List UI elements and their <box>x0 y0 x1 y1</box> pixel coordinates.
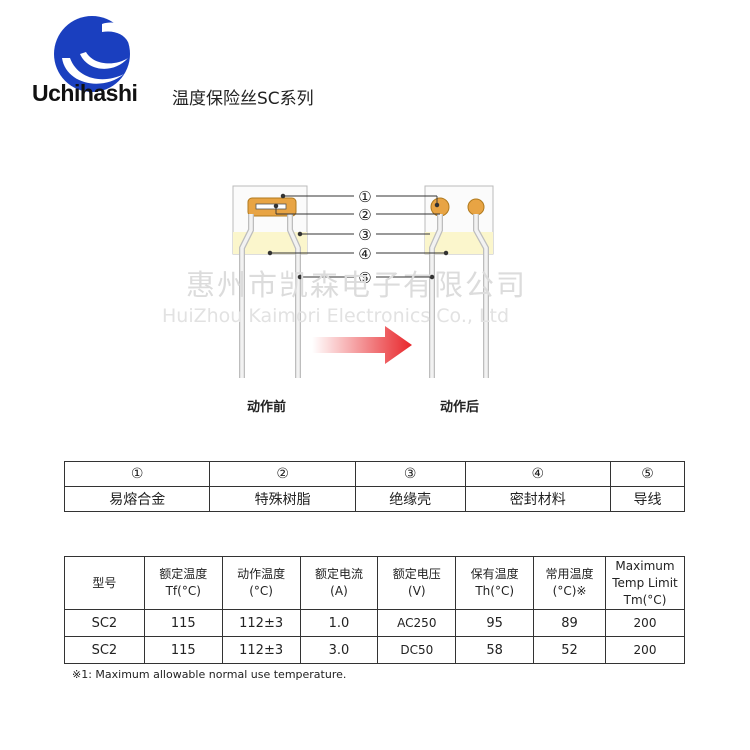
table-cell: 密封材料 <box>464 486 611 512</box>
component-table: ① ② ③ ④ ⑤ 易熔合金 特殊树脂 绝缘壳 密封材料 导线 <box>63 461 686 512</box>
table-cell: 115 <box>143 609 223 637</box>
table-cell: 112±3 <box>221 636 301 664</box>
table-cell: 特殊树脂 <box>209 486 356 512</box>
logo-wordmark: Uchihashi <box>32 80 138 106</box>
page-title: 温度保险丝SC系列 <box>172 89 314 109</box>
table-cell: 52 <box>533 636 606 664</box>
header-cell: 额定电压(V) <box>377 556 457 610</box>
table-cell: AC250 <box>377 609 457 637</box>
label-before: 动作前 <box>247 400 287 415</box>
table-cell: 200 <box>605 609 685 637</box>
header-cell: 动作温度(°C) <box>221 556 301 610</box>
callout-5: ⑤ <box>358 269 371 287</box>
table-cell: 112±3 <box>221 609 301 637</box>
callout-4: ④ <box>358 245 371 263</box>
table-cell: ① <box>63 461 211 487</box>
table-cell: 1.0 <box>299 609 379 637</box>
header-cell: 额定电流(A) <box>299 556 379 610</box>
table-cell: SC2 <box>64 636 145 664</box>
callout-3: ③ <box>358 226 371 244</box>
table-cell: 89 <box>533 609 606 637</box>
table-cell: 导线 <box>609 486 686 512</box>
table-cell: 绝缘壳 <box>354 486 466 512</box>
uchihashi-logo-icon <box>54 16 130 92</box>
callout-1: ① <box>358 188 371 206</box>
table-cell: ③ <box>354 461 466 487</box>
table-cell: ④ <box>464 461 611 487</box>
table-cell: 易熔合金 <box>63 486 211 512</box>
callout-2: ② <box>358 206 371 224</box>
fuse-after <box>424 185 494 378</box>
watermark-en: HuiZhou Kaimori Electronics Co., Ltd <box>162 305 510 327</box>
table-row: SC2 115 112±3 1.0 AC250 95 89 200 <box>64 609 685 637</box>
table-cell: 58 <box>455 636 535 664</box>
header-cell: 常用温度(°C)※ <box>533 556 606 610</box>
table-cell: ⑤ <box>609 461 686 487</box>
table-cell: ② <box>209 461 356 487</box>
transition-arrow-icon <box>312 326 412 364</box>
header-cell: 型号 <box>64 556 145 610</box>
table-cell: 3.0 <box>299 636 379 664</box>
component-number-row: ① ② ③ ④ ⑤ <box>63 461 686 487</box>
table-cell: SC2 <box>64 609 145 637</box>
table-cell: 200 <box>605 636 685 664</box>
component-name-row: 易熔合金 特殊树脂 绝缘壳 密封材料 导线 <box>63 486 686 512</box>
table-row: SC2 115 112±3 3.0 DC50 58 52 200 <box>64 636 685 664</box>
footnote: ※1: Maximum allowable normal use tempera… <box>72 668 347 681</box>
watermark-cn: 惠州市凯森电子有限公司 <box>186 268 528 302</box>
table-cell: 115 <box>143 636 223 664</box>
table-cell: 95 <box>455 609 535 637</box>
table-cell: DC50 <box>377 636 457 664</box>
label-after: 动作后 <box>440 400 480 415</box>
